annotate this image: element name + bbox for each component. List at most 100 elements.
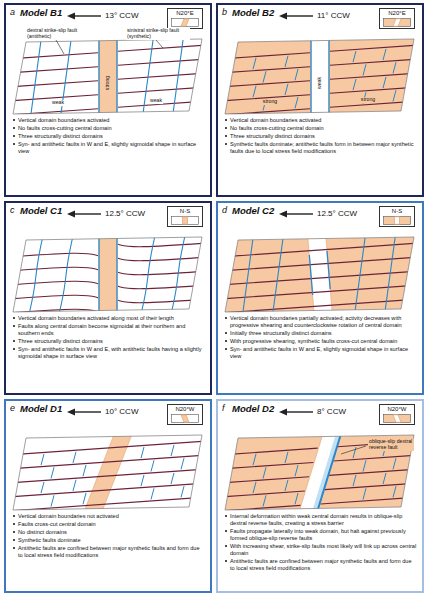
bullet-text: Syn- and antithetic faults in W and E, s… [230,346,408,359]
panel-letter: d [222,205,227,215]
bullet-text: Synthetic faults dominate; antithetic fa… [230,141,413,154]
domain-label: weak [317,76,323,90]
bullet-dot [13,317,15,319]
panel-letter: a [10,7,15,17]
rotation-label: 11° CCW [317,11,350,20]
bullet-text: Vertical domain boundaries not activated [18,513,119,519]
bullet-text: Three structurally distinct domains [230,133,315,139]
bullet-text: No distinct domains [18,529,67,535]
bullet-item: Three structurally distinct domains [11,338,205,345]
panel-letter: e [10,403,15,413]
orientation-icon [383,216,411,225]
bullet-dot [225,119,227,121]
bullet-text: Initially three structurally distinct do… [230,330,332,336]
bullet-item: Faults cross-cut central domain [11,521,205,528]
bullet-text: Antithetic faults are confined between m… [18,545,200,558]
bullet-text: No faults cross-cutting central domain [230,125,324,131]
bullet-item: Vertical domain boundaries activated [11,117,205,124]
bullet-item: No distinct domains [11,529,205,536]
orientation-label: N-S [170,208,200,215]
bullet-dot [225,560,227,562]
bullet-dot [13,143,15,145]
domain-label: weak [149,98,163,104]
model-title: Model B1 [20,7,62,18]
bullet-dot [13,135,15,137]
bullet-item: Synthetic faults dominate [11,537,205,544]
bullet-item: Internal deformation within weak central… [223,513,417,527]
figure-panel: cModel C112.5° CCWVertical domain bounda… [4,201,212,395]
leader-line [56,40,64,54]
bullet-item: Vertical domain boundaries not activated [11,513,205,520]
bullet-item: Antithetic faults are confined between m… [11,545,205,559]
bullet-text: Syn- and antithetic faults in W and E, s… [18,141,196,154]
orientation-icon [383,18,411,27]
model-title: Model D1 [20,403,62,414]
rotation-label: 8° CCW [317,407,346,416]
bullet-text: Three structurally distinct domains [18,133,103,139]
rotation-label: 13° CCW [105,11,138,20]
bullet-dot [13,348,15,350]
bullet-dot [225,545,227,547]
bullet-dot [225,332,227,334]
orientation-label: N20°E [382,10,412,17]
bullet-item: Faults along central domain become sigmo… [11,323,205,337]
orientation-icon [383,414,411,423]
orientation-icon [171,414,199,423]
bullet-text: Vertical domain boundaries activated [230,117,321,123]
bullet-dot [225,515,227,517]
bullet-dot [13,539,15,541]
panel-letter: c [10,205,15,215]
callout-label: dextral strike-slip fault (antithetic) [26,28,92,40]
panel-letter: f [222,403,225,413]
bullet-dot [225,340,227,342]
model-illustration [218,5,421,195]
bullet-item: Faults propagate laterally into weak dom… [223,528,417,542]
bullet-list: Vertical domain boundaries partially act… [223,315,417,361]
domain-label: strong [105,75,111,91]
bullet-dot [225,317,227,319]
bullet-text: Vertical domain boundaries partially act… [230,315,402,328]
bullet-text: Three structurally distinct domains [18,338,103,344]
orientation-icon [171,216,199,225]
bullet-text: No faults cross-cutting central domain [18,125,112,131]
leader-line [156,40,163,48]
bullet-text: Vertical domain boundaries activated alo… [18,315,174,321]
bullet-dot [13,515,15,517]
bullet-dot [225,530,227,532]
bullet-item: Syn- and antithetic faults in W and E, w… [11,346,205,360]
callout-label: sinistral strike-slip fault (synthetic) [126,28,190,40]
orientation-icon [171,18,199,27]
bullet-dot [13,523,15,525]
rotation-label: 12.5° CCW [105,209,145,218]
domain-label: strong [360,97,376,103]
bullet-item: With progressive shearing, synthetic fau… [223,338,417,345]
domain-label: strong [262,99,278,105]
figure-panel: eModel D110° CCWVertical domain boundari… [4,399,212,593]
model-illustration [6,203,209,393]
bullet-item: Synthetic faults dominate; antithetic fa… [223,141,417,155]
orientation-box: N20°W [167,404,203,425]
bullet-text: Faults cross-cut central domain [18,521,96,527]
model-title: Model C2 [232,205,274,216]
bullet-item: Vertical domain boundaries activated [223,117,417,124]
bullet-dot [13,127,15,129]
bullet-dot [13,119,15,121]
orientation-label: N20°W [170,406,200,413]
bullet-dot [13,547,15,549]
bullet-dot [13,531,15,533]
bullet-item: With increasing shear, strike-slip fault… [223,543,417,557]
bullet-text: Faults propagate laterally into weak dom… [230,528,406,541]
orientation-box: N-S [167,206,203,227]
panel-letter: b [222,7,227,17]
bullet-list: Internal deformation within weak central… [223,513,417,573]
bullet-item: Syn- and antithetic faults in W and E, s… [11,141,205,155]
model-illustration [6,401,209,591]
bullet-list: Vertical domain boundaries activatedNo f… [11,117,205,156]
bullet-list: Vertical domain boundaries activated No f… [223,117,417,156]
bullet-item: Three structurally distinct domains [11,133,205,140]
bullet-item: Three structurally distinct domains [223,133,417,140]
bullet-text: With increasing shear, strike-slip fault… [230,543,416,556]
orientation-box: N20°E [379,8,415,29]
bullet-dot [13,340,15,342]
leader-line [341,446,366,454]
